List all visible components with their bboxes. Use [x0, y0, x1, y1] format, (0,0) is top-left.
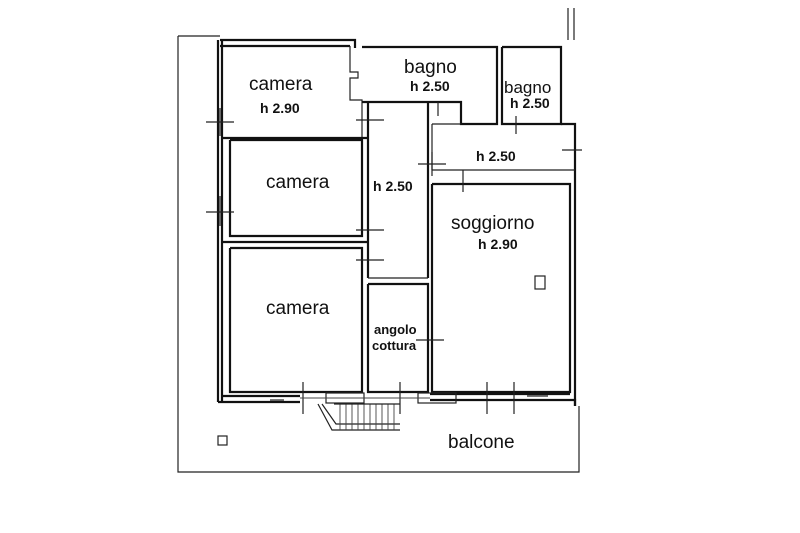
- outer-boundary: [177, 8, 580, 473]
- camera-top-height: h 2.90: [260, 100, 300, 116]
- column-markers: [217, 275, 546, 446]
- balcone-name: balcone: [448, 432, 515, 453]
- corridoio-height: h 2.50: [373, 178, 413, 194]
- staircase: [317, 403, 400, 431]
- camera-mid-name: camera: [266, 172, 330, 193]
- camera-top-name: camera: [249, 74, 313, 95]
- angolo-cottura-line1: angolo: [374, 322, 417, 337]
- bagno-1-name: bagno: [404, 57, 457, 78]
- room-labels: camera h 2.90 bagno h 2.50 bagno h 2.50 …: [249, 57, 551, 453]
- walls: [216, 38, 577, 406]
- bottom-windows: [300, 392, 457, 404]
- bagno-2-name: bagno: [504, 78, 551, 97]
- disimpegno-height: h 2.50: [476, 148, 516, 164]
- openings: [206, 102, 582, 414]
- bagno-2-height: h 2.50: [510, 95, 550, 111]
- soggiorno-name: soggiorno: [451, 213, 534, 234]
- bagno-1-height: h 2.50: [410, 78, 450, 94]
- camera-bottom-name: camera: [266, 298, 330, 319]
- soggiorno-height: h 2.90: [478, 236, 518, 252]
- angolo-cottura-line2: cottura: [372, 338, 417, 353]
